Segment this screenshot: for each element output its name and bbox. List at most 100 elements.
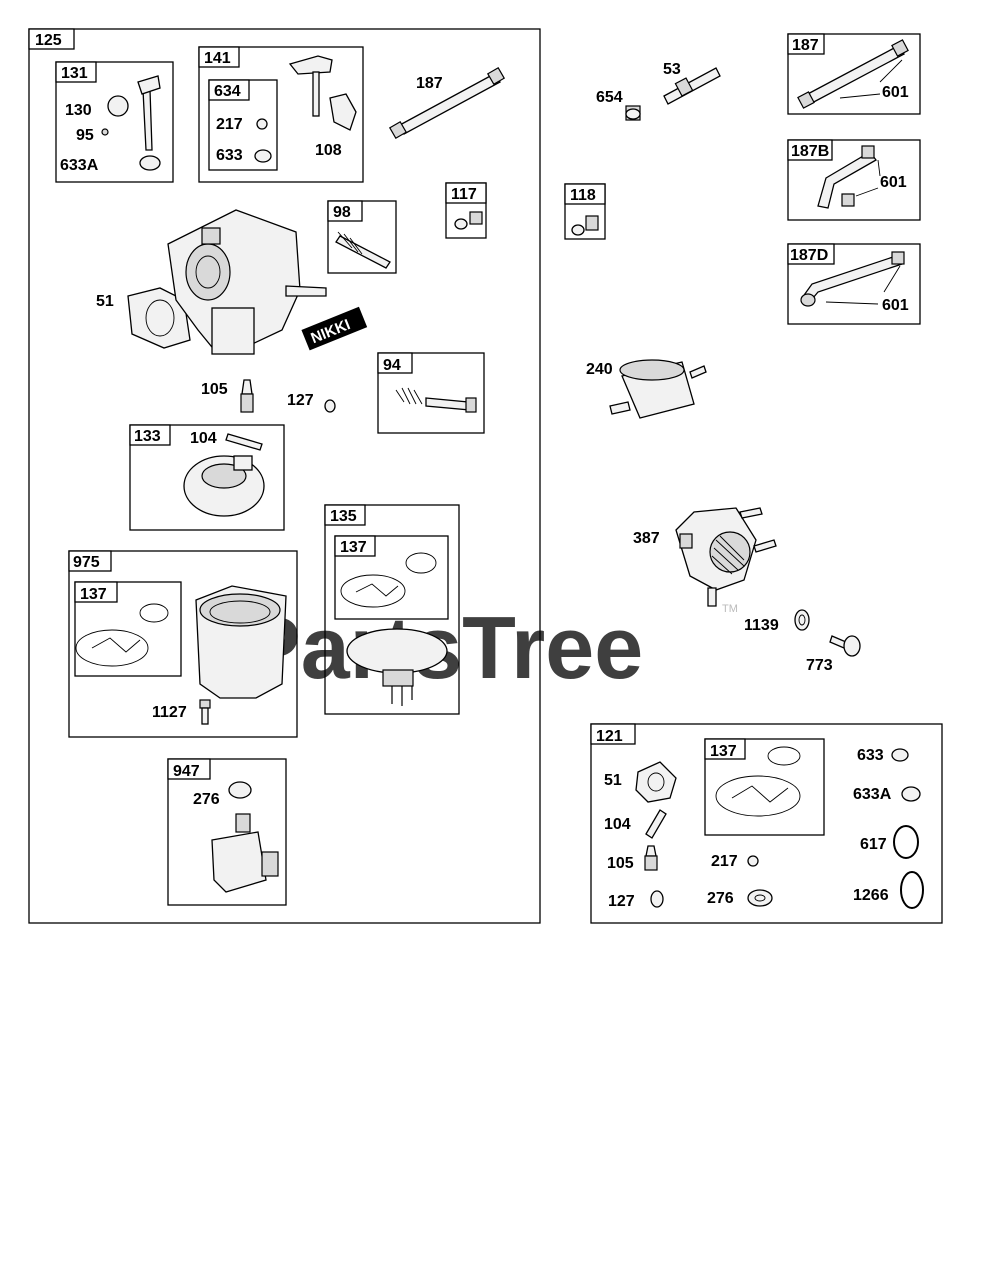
gasket-icon [635,761,677,803]
spring-icon [747,855,759,867]
box-label-187d: 187D [790,247,828,264]
throttle-shaft-icon [137,75,161,151]
box-label-131: 131 [61,65,88,82]
fitting-icon [625,105,641,121]
box-label-975: 975 [73,554,100,571]
washer-icon [228,781,252,799]
kit-label-51: 51 [604,772,622,789]
box-label-135: 135 [330,508,357,525]
fuel-pump-icon [675,507,777,607]
box-label-125: 125 [35,32,62,49]
part-label-240: 240 [586,361,613,378]
washer-icon [454,218,468,230]
kit-121-box: 121 51 104 105 127 137 217 276 633 633A … [590,723,943,924]
box-label-98: 98 [333,204,351,221]
box-label-137-c: 137 [710,743,737,760]
kit-98-box: 98 [327,200,397,274]
float-bowl-cover-icon [346,628,448,706]
o-ring-icon [324,399,336,413]
box-label-94: 94 [383,357,401,374]
box-label-187: 187 [792,37,819,54]
part-label-601-b: 601 [880,174,907,191]
part-label-633: 633 [216,147,243,164]
part-label-387: 387 [633,530,660,547]
kit-label-1266: 1266 [853,887,889,904]
needle-icon [644,845,658,871]
washer-icon [747,889,773,907]
part-label-276: 276 [193,791,220,808]
kit-187b-box: 187B 601 [787,139,921,221]
kit-label-217: 217 [711,853,738,870]
plug-icon [469,211,483,225]
o-ring-icon [405,552,437,574]
box-label-117: 117 [451,186,477,203]
gasket-icon [127,287,191,349]
needle-icon [240,379,254,413]
part-label-601-c: 601 [882,297,909,314]
kit-label-127: 127 [608,893,635,910]
box-label-133: 133 [134,428,161,445]
seal-icon [139,155,161,171]
carburetor-icon [127,209,327,355]
valve-icon [829,635,861,657]
pin-icon [225,433,263,451]
idle-screw-icon [335,231,391,269]
box-label-187b: 187B [791,143,829,160]
float-bowl-icon [195,585,287,699]
part-label-633a: 633A [60,157,99,174]
throttle-plate-icon [107,95,129,117]
kit-131-box: 131 130 95 633A [55,61,174,183]
nikki-stamp: NIKKI [301,306,368,351]
float-icon [183,455,265,517]
kit-label-105: 105 [607,855,634,872]
part-label-108: 108 [315,142,342,159]
o-ring-icon [139,603,169,623]
kit-135-box: 135 137 [324,504,460,715]
kit-133-box: 133 104 [129,424,285,531]
part-label-127: 127 [287,392,314,409]
box-label-141: 141 [204,50,231,67]
part-label-654: 654 [596,89,623,106]
gasket-set-icon [75,629,149,667]
seal-icon [891,748,909,762]
part-label-217: 217 [216,116,243,133]
o-ring-icon [893,825,919,859]
o-ring-icon [767,746,801,766]
kit-947-box: 947 276 [167,758,287,906]
box-label-947: 947 [173,763,200,780]
o-ring-icon [900,871,924,909]
washer-icon [794,609,810,631]
bolt-icon [199,699,211,725]
gasket-set-icon [715,775,801,817]
box-label-634: 634 [214,83,241,100]
part-label-95: 95 [76,127,94,144]
part-label-601-a: 601 [882,84,909,101]
fuel-filter-icon [609,359,707,419]
part-label-130: 130 [65,102,92,119]
fuel-line-bent-icon [817,151,877,209]
kit-187-box: 187 601 [787,33,921,115]
part-label-104: 104 [190,430,217,447]
o-ring-icon [650,890,664,908]
choke-plate-icon [329,93,357,131]
fuel-fitting-icon [663,67,721,105]
seal-icon [901,786,921,802]
washer-icon [571,224,585,236]
screw-icon [101,128,109,136]
kit-187d-box: 187D 601 [787,243,921,325]
spring-icon [256,118,268,130]
seal-icon [254,149,272,163]
box-label-137-b: 137 [80,586,107,603]
kit-label-104: 104 [604,816,631,833]
part-label-51: 51 [96,293,114,310]
kit-label-617: 617 [860,836,887,853]
kit-label-276: 276 [707,890,734,907]
kit-118-box: 118 [564,183,606,240]
gasket-set-icon [340,574,406,608]
kit-141-box: 141 634 217 633 108 [198,46,364,183]
assembly-125-box: 125 [28,28,541,924]
part-label-53: 53 [663,61,681,78]
kit-975-box: 975 137 1127 [68,550,298,738]
part-label-105: 105 [201,381,228,398]
